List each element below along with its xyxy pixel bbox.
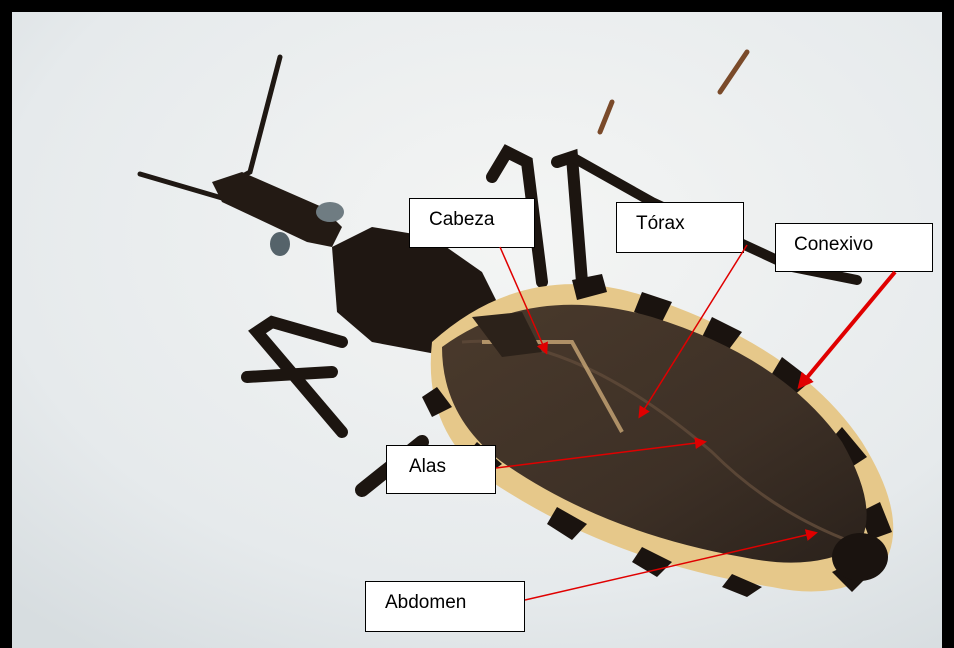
alas-label: Alas (386, 445, 496, 494)
cabeza-label: Cabeza (409, 198, 535, 248)
insect-photo (12, 12, 942, 648)
torax-label: Tórax (616, 202, 744, 253)
abdomen-label: Abdomen (365, 581, 525, 632)
conexivo-label: Conexivo (775, 223, 933, 272)
